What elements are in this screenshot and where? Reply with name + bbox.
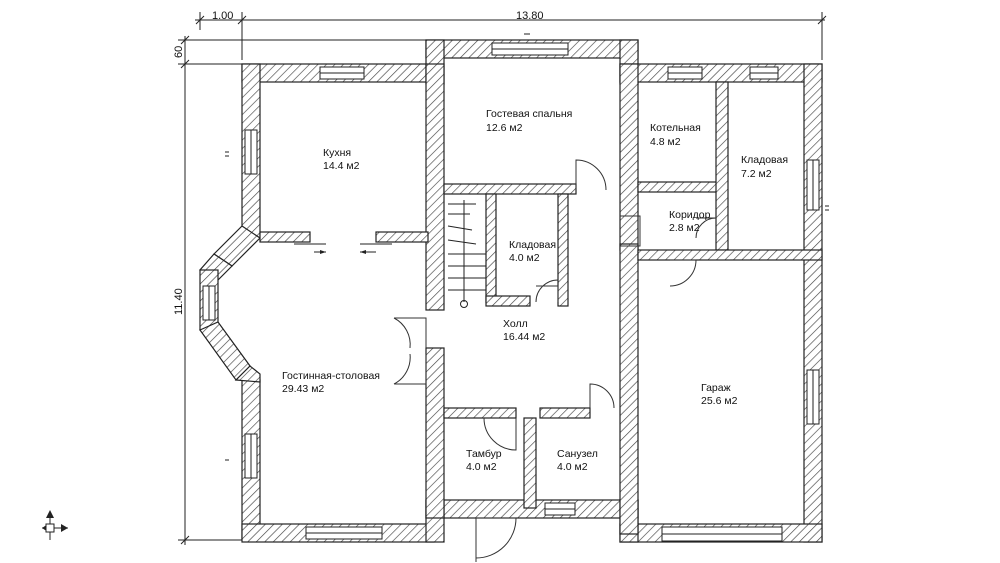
staircase [447,193,486,308]
room-name-living-dining: Гостинная-столовая [282,370,380,382]
room-area-storage-large: 7.2 м2 [741,168,772,180]
room-area-bathroom: 4.0 м2 [557,461,588,473]
room-name-kitchen: Кухня [323,147,351,159]
room-area-guest-bedroom: 12.6 м2 [486,122,523,134]
dimension-lines [178,12,827,545]
room-name-storage-small: Кладовая [509,239,556,251]
windows [202,42,820,542]
room-name-corridor: Коридор [669,209,711,221]
room-labels: Кухня 14.4 м2 Гостевая спальня 12.6 м2 К… [282,108,788,473]
wall-ticks [225,33,829,461]
dimension-left-main: 11.40 [173,288,185,315]
dimension-top-left: 1.00 [212,10,233,22]
axis-move-icon[interactable] [42,510,68,540]
room-name-bathroom: Санузел [557,448,598,460]
room-area-vestibule: 4.0 м2 [466,461,497,473]
kitchen-arrows [294,243,392,254]
room-area-boiler-room: 4.8 м2 [650,136,681,148]
room-area-living-dining: 29.43 м2 [282,383,324,395]
room-area-kitchen: 14.4 м2 [323,160,360,172]
room-name-storage-large: Кладовая [741,154,788,166]
room-name-garage: Гараж [701,382,731,394]
room-name-boiler-room: Котельная [650,122,701,134]
room-area-hall: 16.44 м2 [503,331,545,343]
dimension-top-main: 13.80 [516,10,544,22]
doors [393,159,717,562]
room-area-corridor: 2.8 м2 [669,222,700,234]
dimension-left-small: 60 [173,46,185,58]
room-name-vestibule: Тамбур [466,448,502,460]
room-name-guest-bedroom: Гостевая спальня [486,108,572,120]
room-name-hall: Холл [503,318,528,330]
room-area-garage: 25.6 м2 [701,395,738,407]
room-area-storage-small: 4.0 м2 [509,252,540,264]
